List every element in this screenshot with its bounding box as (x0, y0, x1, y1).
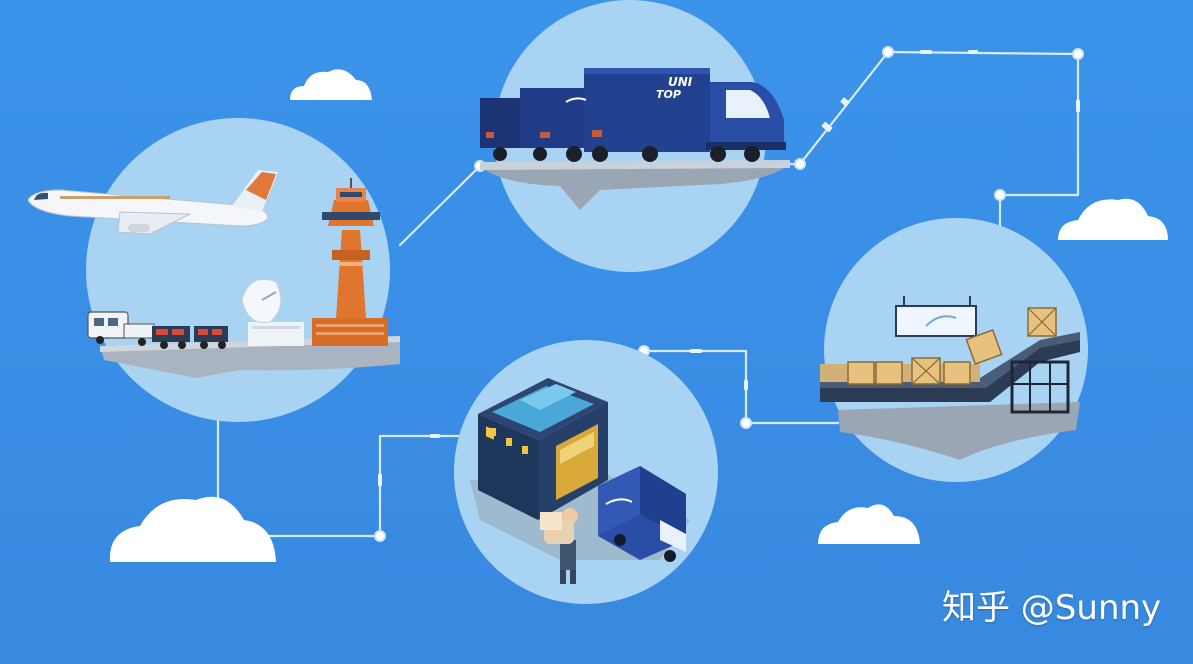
cloud-icon (290, 69, 372, 100)
connector-node (1072, 48, 1084, 60)
control-tower-icon (312, 178, 388, 346)
baggage-cart-icon (87, 311, 228, 349)
platform (480, 164, 790, 210)
airport-scene (27, 118, 400, 422)
connector-nodes (211, 46, 1084, 542)
connector-ticks (378, 50, 1080, 486)
cloud-icon (109, 496, 276, 562)
truck-wheels (493, 146, 760, 162)
semi-truck-icon: UNI TOP (565, 68, 786, 152)
radar-dish-icon (241, 278, 304, 346)
connector-node (994, 189, 1006, 201)
watermark: 知乎 @Sunny (942, 588, 1162, 628)
cloud-icon (1058, 198, 1168, 240)
airplane-icon (27, 170, 278, 235)
crate-marks (911, 307, 1057, 385)
conveyor-scene (820, 218, 1088, 482)
truck-logo-line2: TOP (656, 88, 681, 101)
warehouse-scene (454, 340, 718, 604)
delivery-van-icon (598, 466, 686, 562)
connector-node (794, 158, 806, 170)
connector-node (374, 530, 386, 542)
worker-carrying-box-icon (540, 508, 578, 584)
truck-scene: UNI TOP (480, 0, 790, 272)
warehouse-icon (478, 378, 608, 520)
connector-node (882, 46, 894, 58)
truck-logo-line1: UNI (668, 75, 693, 89)
cloud-icon (818, 504, 920, 544)
connector-node (740, 417, 752, 429)
connector-cloud-warehouse (260, 434, 472, 538)
semi-truck-icon (480, 88, 584, 148)
